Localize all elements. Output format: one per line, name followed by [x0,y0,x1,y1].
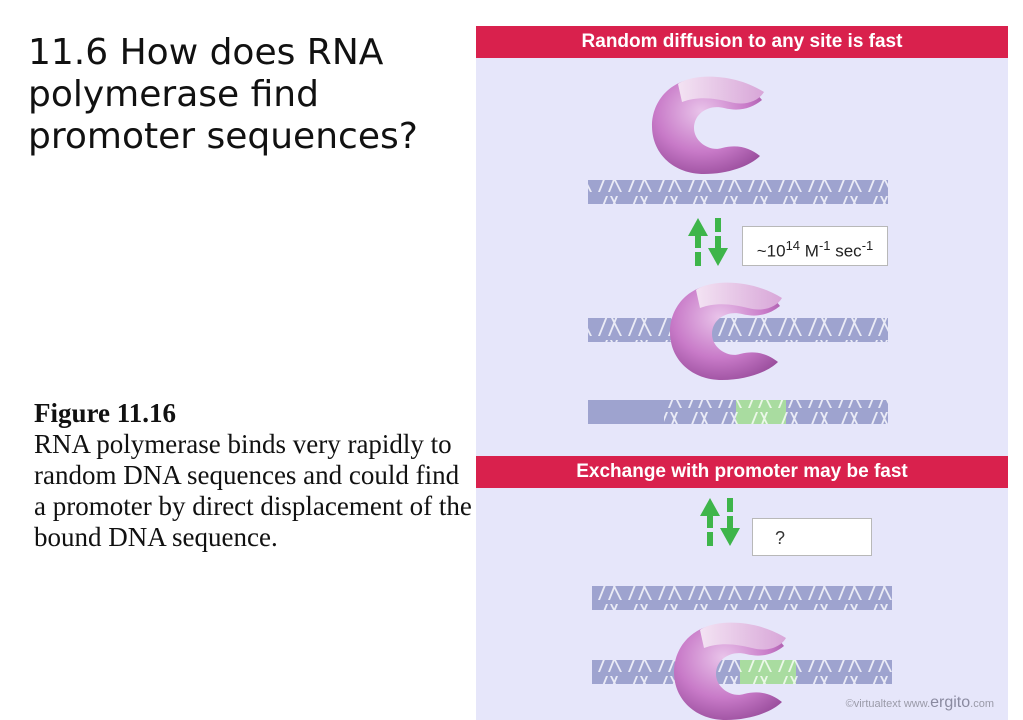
figure-label: Figure 11.16 [34,398,177,428]
caption-text: RNA polymerase binds very rapidly to ran… [34,429,472,552]
slide-title: 11.6 How does RNA polymerase find promot… [28,32,418,157]
binding-arrows-top [688,218,728,266]
rate-prefix: ~10 [756,241,786,261]
polymerase-on-promoter [592,622,892,720]
unknown-rate-box: ? [752,518,872,556]
polymerase-free-top [652,76,764,174]
dna-strand-random [588,180,888,204]
credit-prefix: ©virtualtext www. [845,698,931,710]
binding-arrows-bottom [700,498,740,546]
promoter-segment [736,400,786,424]
rate-unit-seconds-exponent: -1 [861,238,874,253]
credit-suffix: .com [970,698,994,710]
rate-exponent: 14 [785,238,801,253]
credit-brand: ergito [930,694,971,711]
figure-caption: Figure 11.16 RNA polymerase binds very r… [34,398,474,553]
dna-with-bound-polymerase [588,282,888,380]
dna-strand-released [592,586,892,610]
rate-unit-seconds: sec [830,241,862,261]
image-credit: ©virtualtext www.ergito.com [846,694,994,712]
diagram-artwork [588,76,892,720]
rate-unit-molar: M [800,241,819,261]
banner-random-diffusion: Random diffusion to any site is fast [476,26,1008,58]
rate-constant-box: ~1014 M-1 sec-1 [742,226,888,266]
banner-exchange-promoter: Exchange with promoter may be fast [476,456,1008,488]
figure-panel: Random diffusion to any site is fast ~10… [476,26,1008,720]
dna-with-promoter [588,400,888,424]
rate-unit-molar-exponent: -1 [818,238,831,253]
